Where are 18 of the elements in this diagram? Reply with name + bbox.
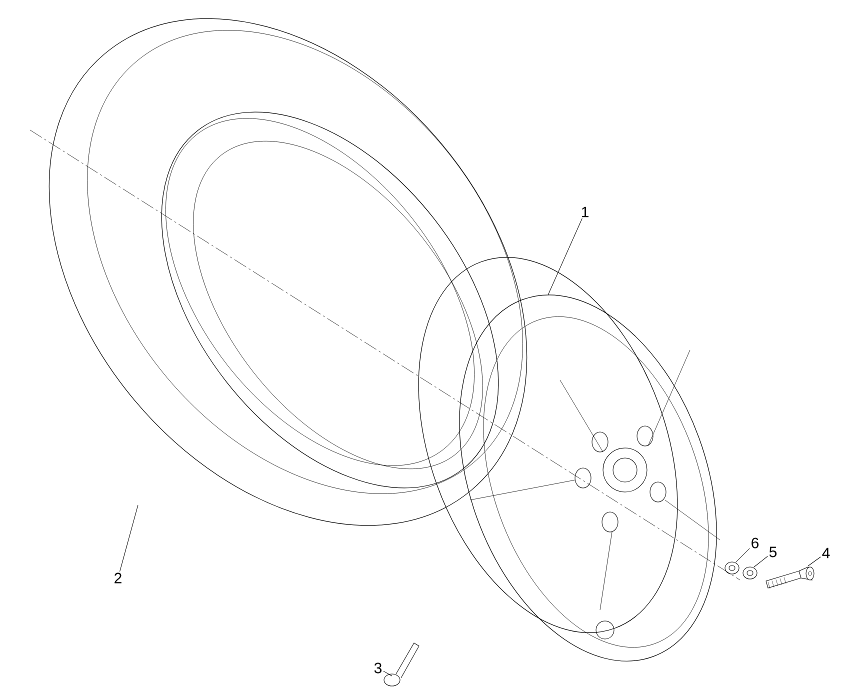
- tire-drawing: [49, 18, 527, 526]
- callout-number: 3: [374, 662, 382, 674]
- leader-line: [120, 504, 138, 572]
- leader-line: [548, 218, 582, 296]
- wheel-rim-drawing: [418, 257, 720, 662]
- callout-number: 1: [582, 206, 588, 218]
- washer-drawing: [742, 566, 758, 580]
- leader-line: [754, 556, 768, 568]
- washer-drawing: [724, 562, 740, 574]
- callout-number: 4: [822, 548, 830, 558]
- callout-number: 5: [769, 546, 777, 558]
- leader-line: [383, 670, 392, 676]
- leader-line: [736, 548, 750, 562]
- callout-number: 2: [114, 572, 122, 584]
- callout-number: 6: [752, 538, 759, 548]
- valve-drawing: [384, 642, 420, 686]
- leader-line: [808, 556, 821, 566]
- bolt-drawing: [766, 566, 814, 589]
